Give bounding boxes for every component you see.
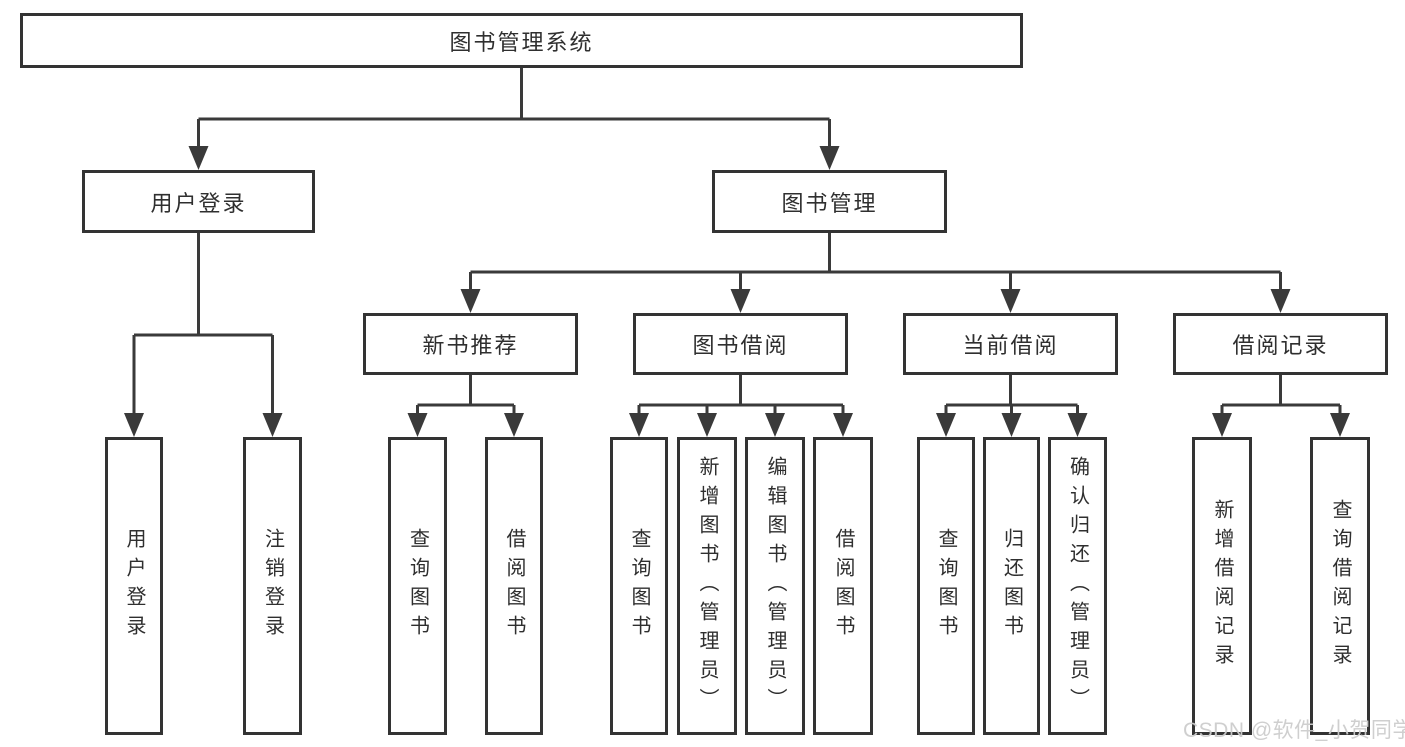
node-book-management-label: 图书管理 bbox=[781, 190, 878, 216]
leaf-query-books-borrowing: 查询图书 bbox=[610, 437, 668, 735]
leaf-return-books: 归还图书 bbox=[983, 437, 1040, 735]
node-borrowing-records: 借阅记录 bbox=[1173, 313, 1388, 375]
node-book-management: 图书管理 bbox=[712, 170, 947, 233]
leaf-add-borrow-record: 新增借阅记录 bbox=[1192, 437, 1252, 735]
leaf-return-books-label: 归还图书 bbox=[1000, 528, 1023, 644]
node-current-borrowing-label: 当前借阅 bbox=[962, 333, 1059, 358]
leaf-query-books-current: 查询图书 bbox=[917, 437, 975, 735]
node-current-borrowing: 当前借阅 bbox=[903, 313, 1118, 375]
leaf-logout: 注销登录 bbox=[243, 437, 302, 735]
leaf-query-books-recommend-label: 查询图书 bbox=[406, 528, 429, 644]
node-book-borrowing-label: 图书借阅 bbox=[692, 333, 789, 358]
leaf-user-login: 用户登录 bbox=[105, 437, 163, 735]
leaf-query-borrow-record-label: 查询借阅记录 bbox=[1329, 499, 1351, 673]
leaf-borrow-books-borrowing-label: 借阅图书 bbox=[832, 528, 854, 644]
leaf-user-login-label: 用户登录 bbox=[123, 528, 145, 644]
node-borrowing-records-label: 借阅记录 bbox=[1232, 333, 1329, 358]
node-root: 图书管理系统 bbox=[20, 13, 1023, 68]
leaf-add-book-admin: 新增图书（管理员） bbox=[677, 437, 737, 735]
leaf-logout-label: 注销登录 bbox=[261, 528, 284, 644]
watermark: CSDN @软件_小贺同学 bbox=[1183, 719, 1405, 742]
leaf-edit-book-admin: 编辑图书（管理员） bbox=[745, 437, 805, 735]
leaf-borrow-books-recommend-label: 借阅图书 bbox=[503, 528, 525, 644]
leaf-add-borrow-record-label: 新增借阅记录 bbox=[1211, 499, 1233, 673]
leaf-borrow-books-recommend: 借阅图书 bbox=[485, 437, 543, 735]
leaf-query-borrow-record: 查询借阅记录 bbox=[1310, 437, 1370, 735]
node-book-borrowing: 图书借阅 bbox=[633, 313, 848, 375]
node-user-login: 用户登录 bbox=[82, 170, 315, 233]
node-user-login-label: 用户登录 bbox=[150, 190, 247, 216]
leaf-query-books-recommend: 查询图书 bbox=[388, 437, 447, 735]
leaf-query-books-borrowing-label: 查询图书 bbox=[628, 528, 650, 644]
leaf-confirm-return-admin-label: 确认归还（管理员） bbox=[1066, 455, 1089, 717]
leaf-query-books-current-label: 查询图书 bbox=[935, 528, 957, 644]
leaf-add-book-admin-label: 新增图书（管理员） bbox=[696, 455, 718, 717]
node-new-book-recommend: 新书推荐 bbox=[363, 313, 578, 375]
leaf-edit-book-admin-label: 编辑图书（管理员） bbox=[764, 455, 786, 717]
leaf-borrow-books-borrowing: 借阅图书 bbox=[813, 437, 873, 735]
leaf-confirm-return-admin: 确认归还（管理员） bbox=[1048, 437, 1107, 735]
node-new-book-recommend-label: 新书推荐 bbox=[422, 333, 519, 358]
node-root-label: 图书管理系统 bbox=[449, 29, 594, 55]
